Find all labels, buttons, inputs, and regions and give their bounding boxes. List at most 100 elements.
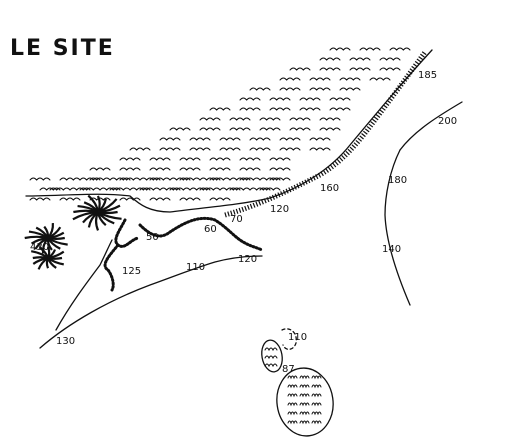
label-200: 200 bbox=[438, 116, 457, 127]
wave-mark bbox=[259, 187, 281, 191]
wave-mark bbox=[299, 420, 310, 425]
wave-mark bbox=[311, 402, 322, 407]
wave-mark bbox=[209, 107, 231, 111]
wave-mark bbox=[279, 77, 301, 81]
wave-mark bbox=[239, 167, 261, 171]
wave-mark bbox=[259, 177, 281, 181]
label-50: 50 bbox=[146, 232, 159, 243]
wave-mark bbox=[269, 167, 291, 171]
wave-mark bbox=[89, 177, 111, 181]
wave-mark bbox=[319, 127, 341, 131]
wave-mark bbox=[311, 393, 322, 398]
wave-mark bbox=[319, 67, 341, 71]
wave-mark bbox=[259, 117, 281, 121]
label-120-contour: 120 bbox=[238, 254, 257, 265]
wave-mark bbox=[99, 187, 121, 191]
wave-mark bbox=[219, 137, 241, 141]
wave-mark bbox=[379, 57, 401, 61]
wave-mark bbox=[119, 157, 141, 161]
wave-mark bbox=[299, 384, 310, 389]
wave-mark bbox=[287, 384, 298, 389]
wave-mark bbox=[139, 177, 161, 181]
wave-mark bbox=[279, 87, 301, 91]
wave-mark bbox=[339, 87, 361, 91]
wave-mark bbox=[59, 177, 81, 181]
wave-mark bbox=[329, 47, 351, 51]
wave-mark bbox=[311, 384, 322, 389]
wave-mark bbox=[311, 375, 322, 380]
wave-mark bbox=[159, 137, 181, 141]
wave-mark bbox=[249, 187, 271, 191]
wave-mark bbox=[311, 420, 322, 425]
wave-mark bbox=[359, 47, 381, 51]
map-title: LE SITE bbox=[10, 36, 115, 61]
palm-frond bbox=[47, 231, 65, 240]
dotted-path bbox=[138, 216, 264, 252]
wave-mark bbox=[269, 107, 291, 111]
wave-mark bbox=[199, 177, 221, 181]
wave-mark bbox=[339, 77, 361, 81]
wave-mark bbox=[149, 197, 171, 201]
label-180: 180 bbox=[388, 175, 407, 186]
wave-mark bbox=[29, 177, 51, 181]
water-waves bbox=[29, 47, 411, 201]
wave-mark bbox=[289, 127, 311, 131]
wave-mark bbox=[149, 177, 171, 181]
water-upper-edge bbox=[26, 160, 60, 196]
wave-mark bbox=[229, 187, 251, 191]
islet-dashed bbox=[281, 328, 297, 350]
label-185: 185 bbox=[418, 70, 437, 81]
wave-mark bbox=[89, 167, 111, 171]
wave-mark bbox=[287, 393, 298, 398]
wave-mark bbox=[299, 402, 310, 407]
wave-mark bbox=[159, 147, 181, 151]
wave-mark bbox=[309, 147, 331, 151]
wave-mark bbox=[389, 47, 411, 51]
wave-mark bbox=[239, 157, 261, 161]
wave-mark bbox=[189, 187, 211, 191]
palm-trees bbox=[24, 194, 122, 270]
wave-mark bbox=[287, 420, 298, 425]
wave-mark bbox=[311, 411, 322, 416]
wave-mark bbox=[289, 117, 311, 121]
wave-mark bbox=[299, 97, 321, 101]
wave-mark bbox=[149, 157, 171, 161]
wave-mark bbox=[259, 127, 281, 131]
wave-mark bbox=[129, 147, 151, 151]
wave-mark bbox=[229, 127, 251, 131]
label-430: 430 bbox=[30, 242, 49, 253]
wave-mark bbox=[169, 177, 191, 181]
wave-mark bbox=[29, 197, 51, 201]
wave-mark bbox=[349, 67, 371, 71]
wave-mark bbox=[287, 402, 298, 407]
wave-mark bbox=[209, 197, 231, 201]
wave-mark bbox=[239, 107, 261, 111]
label-70: 70 bbox=[230, 214, 243, 225]
wave-mark bbox=[119, 177, 141, 181]
wave-mark bbox=[199, 117, 221, 121]
wave-mark bbox=[119, 167, 141, 171]
wave-mark bbox=[369, 77, 391, 81]
wave-mark bbox=[109, 187, 131, 191]
wave-mark bbox=[159, 187, 181, 191]
label-87: 87 bbox=[282, 364, 295, 375]
wave-mark bbox=[189, 137, 211, 141]
wave-mark bbox=[329, 97, 351, 101]
label-110-contour: 110 bbox=[186, 262, 205, 273]
wave-mark bbox=[219, 147, 241, 151]
wave-mark bbox=[309, 77, 331, 81]
wave-mark bbox=[319, 57, 341, 61]
wave-mark bbox=[319, 117, 341, 121]
water-body-outline bbox=[25, 49, 433, 213]
wave-mark bbox=[264, 355, 278, 360]
wave-mark bbox=[239, 177, 261, 181]
wave-mark bbox=[309, 87, 331, 91]
wave-mark bbox=[59, 197, 81, 201]
wave-mark bbox=[264, 347, 278, 352]
islet-small bbox=[261, 339, 283, 373]
wave-mark bbox=[299, 107, 321, 111]
wave-mark bbox=[79, 177, 101, 181]
palm-frond bbox=[97, 204, 121, 214]
wave-mark bbox=[229, 177, 251, 181]
